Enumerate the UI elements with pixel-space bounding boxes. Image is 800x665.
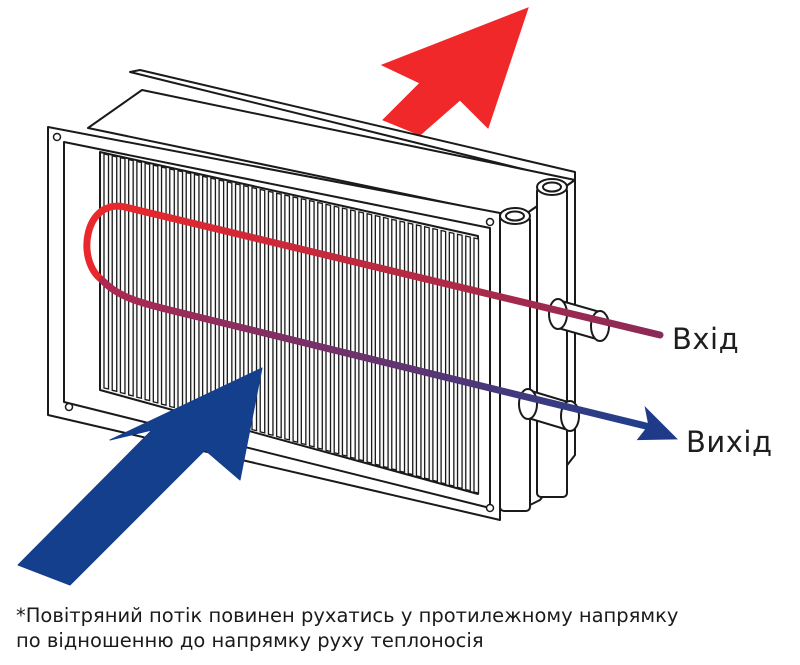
cold-air-arrow-icon xyxy=(17,367,263,586)
fin xyxy=(456,233,463,490)
fin xyxy=(432,227,439,483)
fin xyxy=(341,207,348,457)
fin xyxy=(177,169,184,411)
fin xyxy=(358,211,365,462)
fin xyxy=(465,235,471,492)
fin xyxy=(276,192,282,439)
heat-exchanger-fins xyxy=(103,153,480,494)
footnote-line-2: по відношенню до напрямку руху теплоносі… xyxy=(16,629,484,652)
fin xyxy=(128,158,134,397)
fin xyxy=(259,188,266,434)
fin xyxy=(382,216,389,469)
fin xyxy=(202,175,208,418)
fin xyxy=(284,194,291,441)
fin xyxy=(325,203,332,453)
fin xyxy=(111,155,118,393)
fin xyxy=(399,220,406,474)
fin xyxy=(218,179,225,423)
fin xyxy=(391,218,397,471)
fin xyxy=(169,168,175,409)
fin xyxy=(152,164,159,404)
fin xyxy=(136,160,143,400)
fin xyxy=(193,173,200,416)
fin xyxy=(374,214,381,467)
fin xyxy=(366,212,373,464)
fin xyxy=(144,162,151,402)
fin xyxy=(119,156,126,395)
fin xyxy=(350,209,356,460)
hot-air-arrow-icon xyxy=(380,7,529,136)
arrow-right-icon xyxy=(636,405,678,441)
fin xyxy=(308,199,315,448)
fin xyxy=(473,237,480,494)
footnote-line-1: *Повітряний потік повинен рухатись у про… xyxy=(16,604,679,627)
footnote: *Повітряний потік повинен рухатись у про… xyxy=(16,603,796,653)
fin xyxy=(251,186,258,432)
fin xyxy=(267,190,274,437)
fin xyxy=(440,229,447,485)
coolant-pipe xyxy=(83,202,664,431)
fin xyxy=(333,205,340,455)
outlet-label: Вихід xyxy=(686,425,773,459)
fin xyxy=(415,224,422,478)
flange-bolts xyxy=(52,132,495,513)
fin xyxy=(448,231,455,487)
fin xyxy=(424,225,430,480)
fin xyxy=(160,166,167,406)
fin xyxy=(300,197,307,446)
fin xyxy=(185,171,192,413)
inlet-label: Вхід xyxy=(672,322,740,356)
fin xyxy=(210,177,217,420)
fin xyxy=(317,201,323,450)
fin xyxy=(407,222,414,476)
fin xyxy=(103,153,110,390)
fin xyxy=(292,196,299,443)
